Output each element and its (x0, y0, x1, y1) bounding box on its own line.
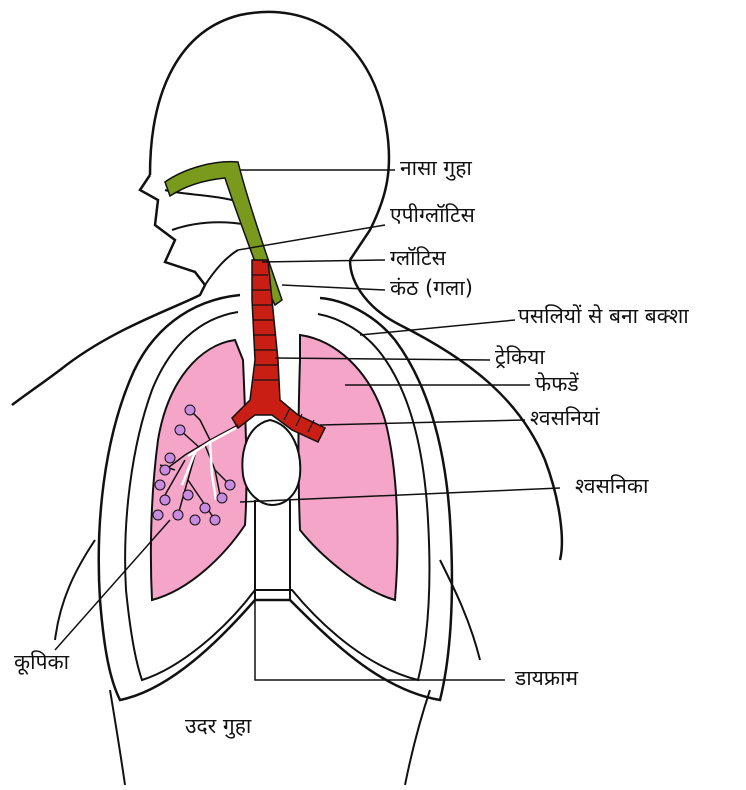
throat-wall (205, 250, 238, 285)
arm-right (440, 560, 480, 660)
label-trachea: ट्रेकिया (495, 347, 545, 368)
label-lungs: फेफडें (535, 374, 579, 395)
label-alveoli: कूपिका (14, 652, 69, 673)
head-outline (150, 12, 389, 260)
leader-larynx (282, 285, 385, 290)
lung-right (299, 335, 398, 600)
heart-space (242, 420, 300, 505)
label-larynx: कंठ (गला) (390, 278, 473, 299)
label-bronchiole: श्वसनिका (575, 476, 648, 497)
leader-diaphragm (255, 600, 505, 680)
arm-left (55, 540, 95, 640)
label-nasal-cavity: नासा गुहा (400, 158, 472, 179)
label-glottis: ग्लॉटिस (390, 248, 446, 269)
label-diaphragm: डायफ्राम (515, 668, 578, 689)
label-epiglottis: एपीग्लॉटिस (390, 205, 475, 226)
label-bronchi: श्वसनियां (530, 408, 600, 429)
face-outline (12, 175, 205, 405)
label-rib-cage: पसलियों से बना बक्शा (518, 306, 689, 327)
waist-right (405, 690, 430, 785)
leader-glottis (262, 260, 385, 262)
waist-left (110, 690, 125, 785)
label-abdominal-cavity: उदर गुहा (185, 716, 251, 737)
